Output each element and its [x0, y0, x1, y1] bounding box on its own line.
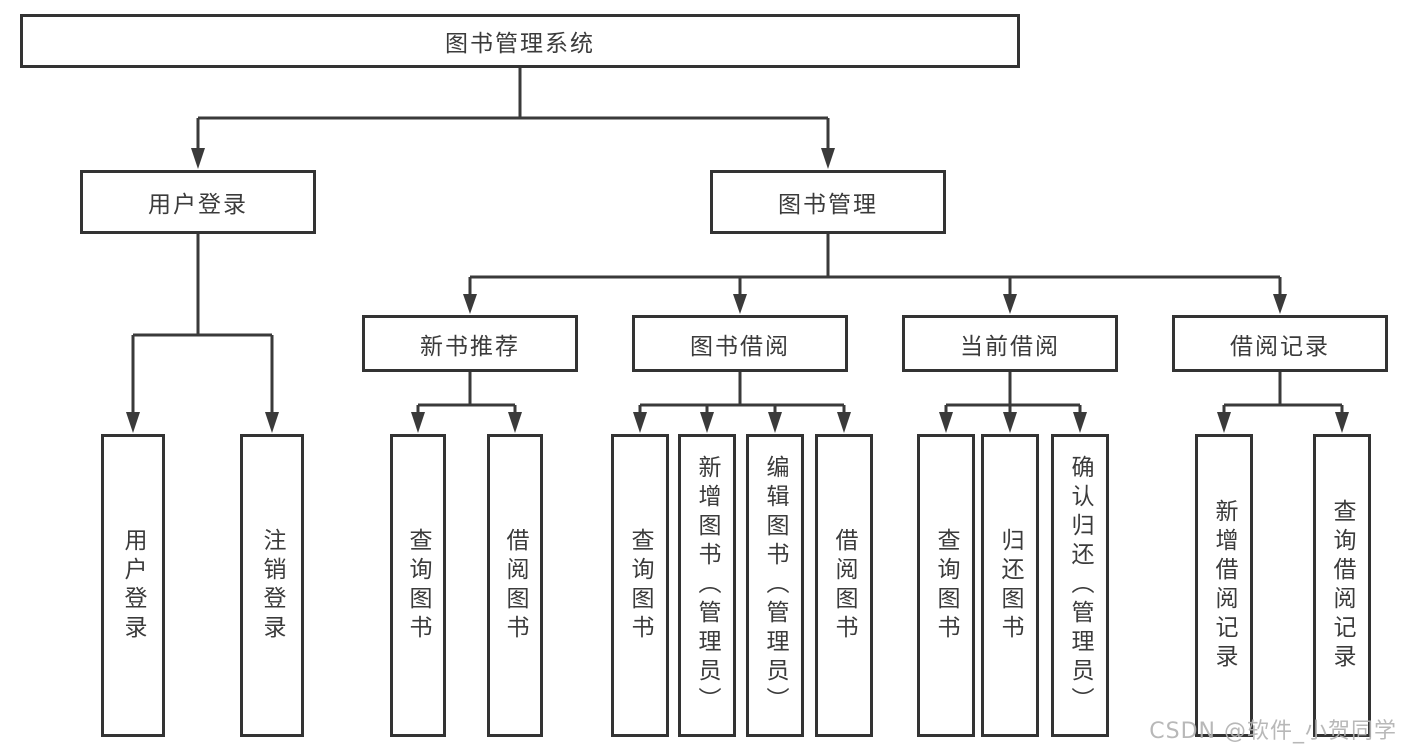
leaf-borrow-books: 借阅图书 [815, 434, 873, 737]
leaf-query-books-recommend: 查询图书 [390, 434, 446, 737]
node-new-book-recommend: 新书推荐 [362, 315, 578, 372]
node-book-borrow: 图书借阅 [632, 315, 848, 372]
node-current-borrow: 当前借阅 [902, 315, 1118, 372]
node-borrow-records: 借阅记录 [1172, 315, 1388, 372]
leaf-add-borrow-record: 新增借阅记录 [1195, 434, 1253, 737]
leaf-add-book-admin: 新增图书（管理员） [678, 434, 736, 737]
node-book-management: 图书管理 [710, 170, 946, 234]
leaf-confirm-return-admin: 确认归还（管理员） [1051, 434, 1109, 737]
node-library-system: 图书管理系统 [20, 14, 1020, 68]
leaf-user-login: 用户登录 [101, 434, 165, 737]
leaf-query-borrow-record: 查询借阅记录 [1313, 434, 1371, 737]
node-user-login: 用户登录 [80, 170, 316, 234]
leaf-edit-book-admin: 编辑图书（管理员） [746, 434, 804, 737]
leaf-query-books-borrow: 查询图书 [611, 434, 669, 737]
leaf-logout: 注销登录 [240, 434, 304, 737]
leaf-borrow-books-recommend: 借阅图书 [487, 434, 543, 737]
csdn-watermark: CSDN @软件_小贺同学 [1149, 719, 1397, 744]
leaf-query-books-current: 查询图书 [917, 434, 975, 737]
leaf-return-book: 归还图书 [981, 434, 1039, 737]
